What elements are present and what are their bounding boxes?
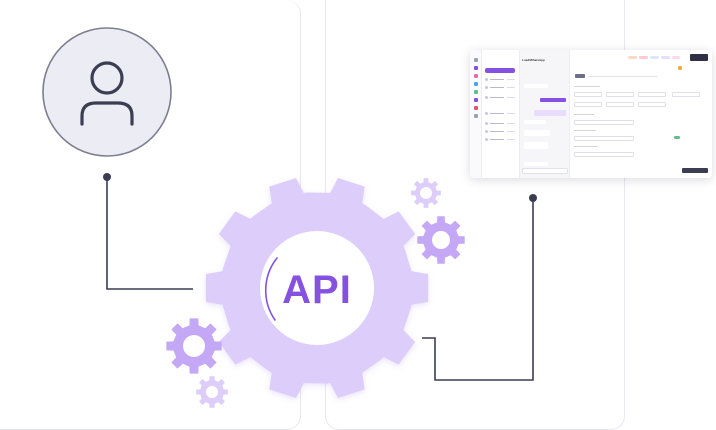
app-screenshot-preview: Load/WhatsApp xyxy=(470,50,712,178)
app-title: Load/WhatsApp xyxy=(522,58,545,62)
user-avatar xyxy=(42,27,172,157)
api-hub xyxy=(260,231,374,345)
app-chat-list xyxy=(482,50,520,178)
gear-icon-right-large xyxy=(417,216,465,264)
gear-icon-left-small xyxy=(196,376,228,408)
app-detail-pane xyxy=(570,50,712,178)
connector-dot-app xyxy=(529,194,537,202)
api-label: API xyxy=(282,268,352,312)
app-nav-rail xyxy=(470,50,482,178)
gear-icon-right-small xyxy=(411,178,441,208)
connector-dot-user xyxy=(103,173,111,181)
api-hub-accent-arc xyxy=(264,257,278,321)
user-icon xyxy=(80,61,134,126)
gear-icon-left-large xyxy=(166,318,222,374)
connector-api-to-app xyxy=(422,198,534,381)
app-conversation: Load/WhatsApp xyxy=(520,50,570,178)
connector-user-to-api xyxy=(106,177,193,290)
